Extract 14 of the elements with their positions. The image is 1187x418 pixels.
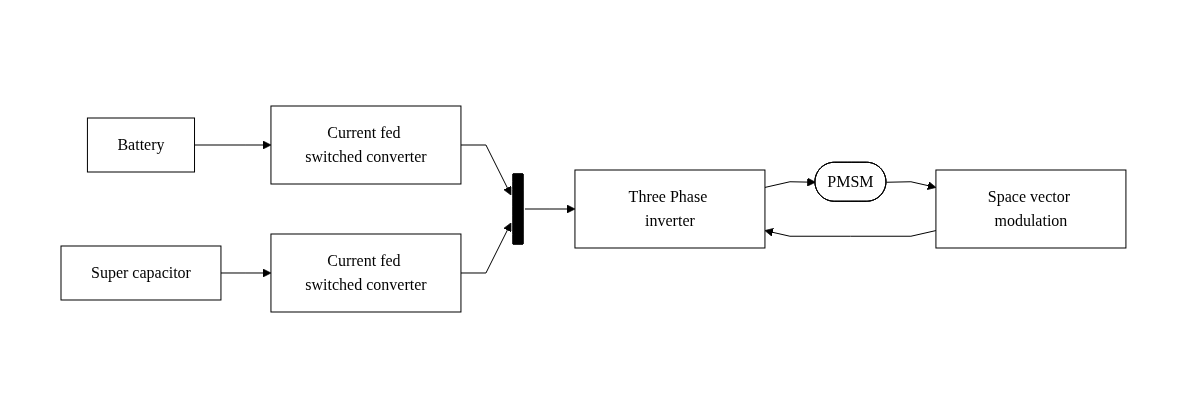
node-box: Current fed switched converter xyxy=(270,105,462,185)
arrow xyxy=(764,177,816,188)
node-box: Battery xyxy=(86,117,196,173)
node-box: Super capacitor xyxy=(60,245,222,301)
arrow xyxy=(460,222,512,274)
arrow xyxy=(220,268,272,278)
arrow xyxy=(194,140,272,150)
arrow xyxy=(885,181,937,190)
arrow xyxy=(460,144,512,196)
node-box: Three Phase inverter xyxy=(574,169,766,249)
node-box: Space vector modulation xyxy=(935,169,1127,249)
arrow xyxy=(524,204,576,214)
arrow xyxy=(764,228,937,237)
node-box: Current fed switched converter xyxy=(270,233,462,313)
